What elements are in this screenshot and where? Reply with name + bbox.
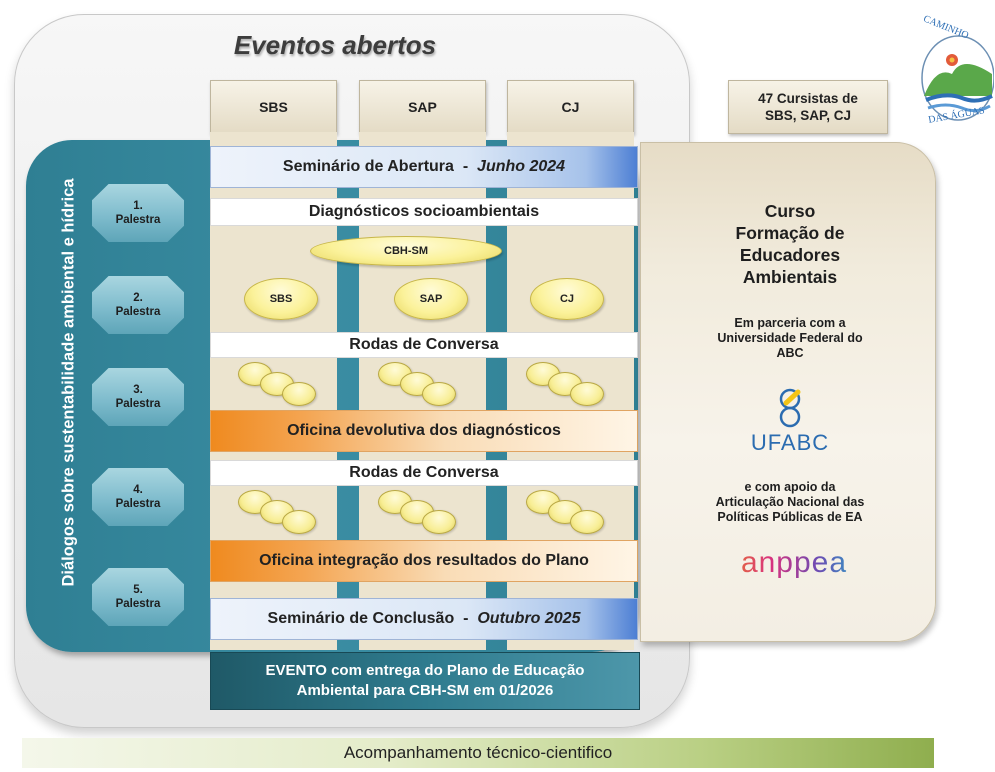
evento-line-1: EVENTO com entrega do Plano de Educação xyxy=(265,662,585,679)
apoio-line-1: e com apoio da xyxy=(744,480,836,494)
palestra-label: Palestra xyxy=(115,498,161,510)
apoio-line-3: Políticas Públicas de EA xyxy=(717,510,863,524)
palestra-number: 3. xyxy=(133,384,143,396)
palestra-5: 5. Palestra xyxy=(92,568,184,626)
roda-circle xyxy=(422,510,456,534)
palestra-number: 4. xyxy=(133,484,143,496)
parceria-line-3: ABC xyxy=(776,346,804,360)
curso-line-4: Ambientais xyxy=(742,267,838,287)
seminario-conclusao-text: Seminário de Conclusão - xyxy=(267,610,478,627)
evento-entrega-box: EVENTO com entrega do Plano de Educação … xyxy=(210,652,640,710)
palestra-4: 4. Palestra xyxy=(92,468,184,526)
page-title: Eventos abertos xyxy=(233,30,437,60)
palestra-3: 3. Palestra xyxy=(92,368,184,426)
seminario-abertura-text: Seminário de Abertura - xyxy=(282,158,478,175)
oval-sbs: SBS xyxy=(244,278,318,320)
roda-circle xyxy=(282,510,316,534)
curso-line-3: Educadores xyxy=(739,245,841,265)
parceria-line-1: Em parceria com a xyxy=(734,316,846,330)
seminario-abertura-date: Junho 2024 xyxy=(477,158,566,175)
seminario-abertura-bar: Seminário de Abertura - Junho 2024 xyxy=(210,146,638,188)
palestra-number: 2. xyxy=(133,292,143,304)
palestra-number: 5. xyxy=(133,584,143,596)
apoio-line-2: Articulação Nacional das xyxy=(715,495,865,509)
curso-line-2: Formação de xyxy=(735,223,845,243)
parceria-text: Em parceria com a Universidade Federal d… xyxy=(680,316,900,361)
palestra-label: Palestra xyxy=(115,306,161,318)
palestra-number: 1. xyxy=(133,200,143,212)
column-header-sbs: SBS xyxy=(210,80,337,134)
palestra-label: Palestra xyxy=(115,398,161,410)
curso-title: Curso Formação de Educadores Ambientais xyxy=(680,200,900,288)
seminario-conclusao-date: Outubro 2025 xyxy=(477,610,581,627)
palestra-label: Palestra xyxy=(115,598,161,610)
roda-circle xyxy=(570,382,604,406)
parceria-line-2: Universidade Federal do xyxy=(717,331,863,345)
ufabc-logo-icon xyxy=(779,388,801,428)
palestra-label: Palestra xyxy=(115,214,161,226)
acompanhamento-bar: Acompanhamento técnico-cientifico xyxy=(22,738,934,768)
palestra-1: 1. Palestra xyxy=(92,184,184,242)
cursistas-line-2: SBS, SAP, CJ xyxy=(764,108,852,123)
side-label: Diálogos sobre sustentabilidade ambienta… xyxy=(59,178,78,587)
seminario-conclusao-bar: Seminário de Conclusão - Outubro 2025 xyxy=(210,598,638,640)
evento-line-2: Ambiental para CBH-SM em 01/2026 xyxy=(296,682,554,699)
palestra-2: 2. Palestra xyxy=(92,276,184,334)
apoio-text: e com apoio da Articulação Nacional das … xyxy=(680,480,900,525)
cbh-sm-oval: CBH-SM xyxy=(310,236,502,266)
curso-line-1: Curso xyxy=(764,201,816,221)
curso-panel xyxy=(640,142,936,642)
ufabc-logo-text: UFABC xyxy=(750,430,830,455)
column-header-sap: SAP xyxy=(359,80,486,134)
roda-circle xyxy=(282,382,316,406)
anppea-logo: anppea xyxy=(724,546,864,580)
cursistas-line-1: 47 Cursistas de xyxy=(758,91,858,106)
diagnosticos-bar: Diagnósticos socioambientais xyxy=(210,198,638,226)
column-header-cj: CJ xyxy=(507,80,634,134)
oficina-devolutiva-bar: Oficina devolutiva dos diagnósticos xyxy=(210,410,638,452)
caminho-das-aguas-logo-icon xyxy=(921,35,994,121)
roda-circle xyxy=(570,510,604,534)
oval-sap: SAP xyxy=(394,278,468,320)
rodas-conversa-bar-1: Rodas de Conversa xyxy=(210,332,638,358)
oval-cj: CJ xyxy=(530,278,604,320)
cursistas-box: 47 Cursistas de SBS, SAP, CJ xyxy=(728,80,888,134)
oficina-integracao-bar: Oficina integração dos resultados do Pla… xyxy=(210,540,638,582)
roda-circle xyxy=(422,382,456,406)
rodas-conversa-bar-2: Rodas de Conversa xyxy=(210,460,638,486)
